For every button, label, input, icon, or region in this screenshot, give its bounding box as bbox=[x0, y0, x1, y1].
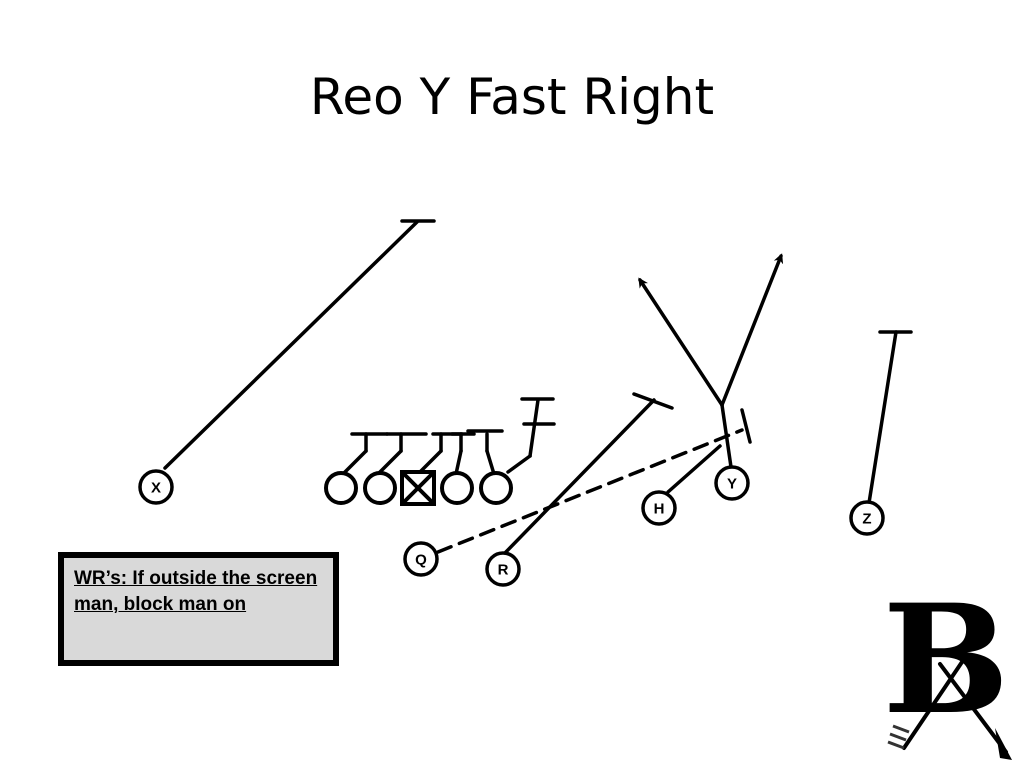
x-route bbox=[163, 220, 419, 470]
player-q-label: Q bbox=[415, 552, 427, 569]
slide-title: Reo Y Fast Right bbox=[309, 68, 715, 126]
offensive-line bbox=[324, 470, 513, 506]
player-y-label: Y bbox=[727, 476, 737, 493]
r-route bbox=[501, 398, 656, 557]
coaching-note-text: WR’s: If outside the screen man, block m… bbox=[74, 568, 318, 615]
left-tackle bbox=[324, 471, 358, 505]
player-q-marker bbox=[403, 541, 439, 577]
player-r-label: R bbox=[498, 562, 509, 579]
y-route-left bbox=[638, 277, 724, 407]
right-guard bbox=[440, 471, 474, 505]
line-blocks bbox=[341, 397, 556, 476]
player-z-label: Z bbox=[862, 511, 871, 528]
player-h-label: H bbox=[654, 501, 665, 518]
player-r-marker bbox=[485, 551, 521, 587]
r-route-block bbox=[632, 392, 674, 410]
player-h-marker bbox=[641, 490, 677, 526]
screen-block bbox=[740, 408, 752, 444]
player-y-marker bbox=[714, 465, 750, 501]
q-pitch-path bbox=[436, 428, 744, 554]
player-x-label: X bbox=[151, 480, 161, 497]
right-tackle bbox=[479, 471, 513, 505]
y-route-stem bbox=[720, 403, 733, 469]
h-route bbox=[666, 444, 722, 494]
y-route-right bbox=[720, 253, 784, 407]
logo-letter: B bbox=[883, 572, 1010, 748]
z-route bbox=[867, 330, 898, 505]
left-guard bbox=[363, 471, 397, 505]
player-z-marker bbox=[849, 500, 885, 536]
coaching-note: WR’s: If outside the screen man, block m… bbox=[58, 552, 339, 666]
player-x-marker bbox=[138, 469, 174, 505]
team-logo: B bbox=[883, 572, 1012, 760]
